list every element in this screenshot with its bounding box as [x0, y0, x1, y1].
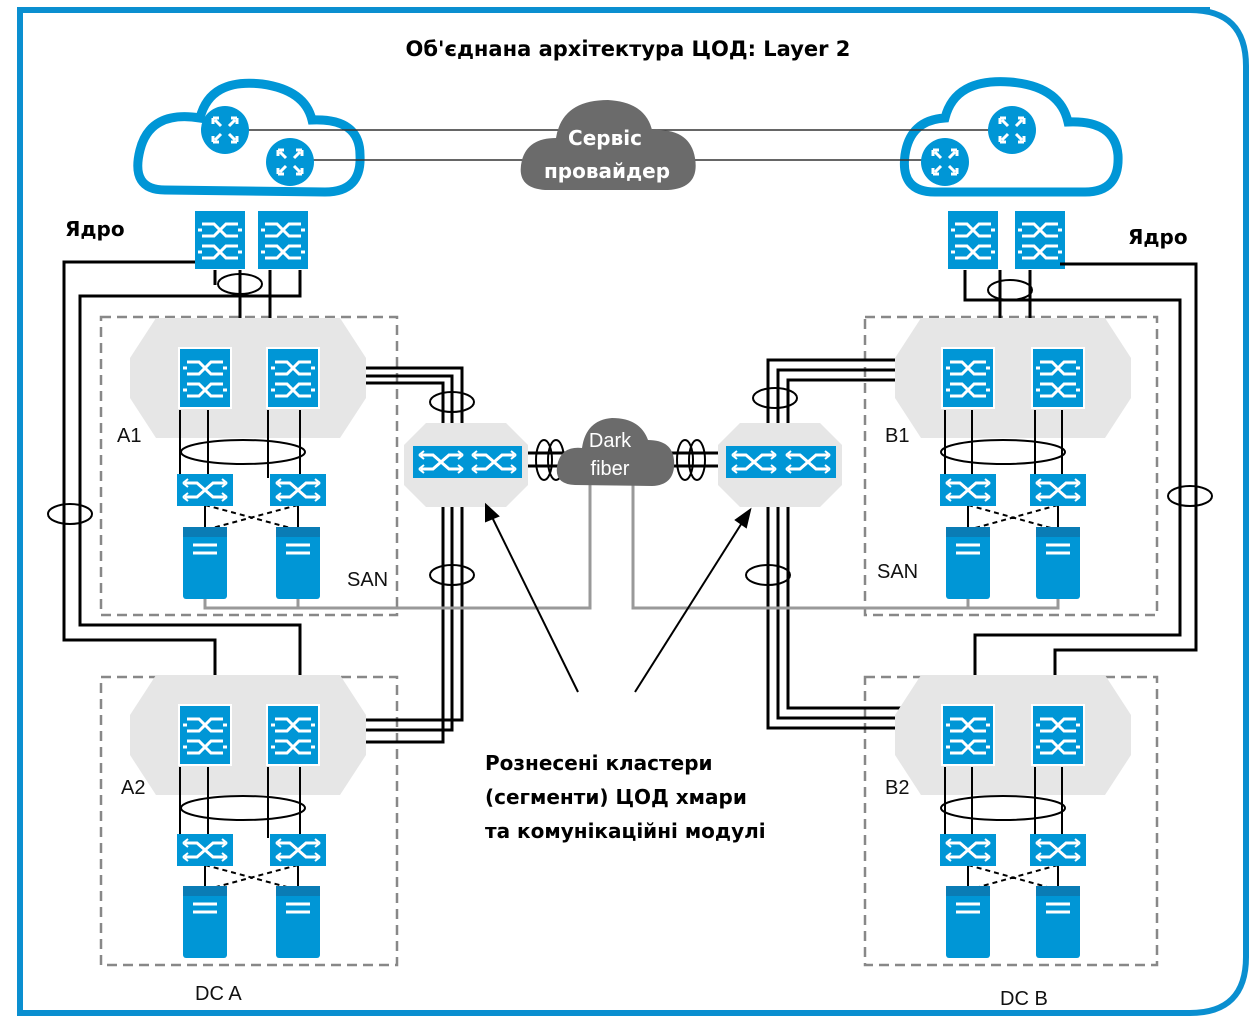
switch-icon	[1030, 346, 1086, 410]
access-links	[179, 410, 1063, 890]
san-label-left: SAN	[347, 569, 388, 591]
core-switch-icon	[945, 208, 1001, 272]
access-switch-icon	[1028, 472, 1088, 508]
service-provider-label-1: Сервіс	[568, 126, 642, 150]
switch-icon	[1030, 703, 1086, 767]
service-provider-label-2: провайдер	[544, 159, 670, 183]
access-switch-icon	[175, 832, 235, 868]
agg-group-a2	[130, 675, 366, 795]
segment-b1-box	[863, 315, 1159, 617]
diagram-title: Об'єднана архітектура ЦОД: Layer 2	[406, 37, 851, 61]
switch-icon	[265, 703, 321, 767]
service-provider-cloud: Сервіс провайдер	[520, 100, 696, 190]
segment-label-b2: B2	[885, 777, 909, 799]
dc-b-label: DC B	[1000, 988, 1048, 1010]
router-icon	[199, 104, 251, 156]
annotation-line-2: (сегменти) ЦОД хмари	[485, 785, 747, 809]
core-switch-icon	[192, 208, 248, 272]
server-icon	[274, 525, 322, 601]
server-icon	[181, 884, 229, 960]
lag-ellipse	[752, 387, 798, 409]
lag-ellipse	[987, 279, 1033, 301]
server-icon	[1034, 525, 1082, 601]
annotation-line-3: та комунікаційні модулі	[485, 819, 766, 843]
segment-label-a1: A1	[117, 425, 141, 447]
segment-a1-box	[99, 315, 399, 617]
router-icon	[264, 136, 316, 188]
segment-label-b1: B1	[885, 425, 909, 447]
agg-group-b2	[895, 675, 1131, 795]
dark-fiber-cloud: Dark fiber	[556, 418, 675, 486]
right-uplinks	[766, 262, 1198, 730]
annotation-arrows	[485, 502, 752, 693]
lag-ellipses-wide	[180, 439, 1066, 821]
switch-icon	[177, 346, 233, 410]
cloud-left	[133, 78, 365, 197]
switch-icon	[778, 444, 838, 480]
san-label-right: SAN	[877, 561, 918, 583]
access-switch-icon	[938, 832, 998, 868]
agg-group-a1	[130, 318, 366, 438]
dc-a-label: DC A	[195, 983, 242, 1005]
switch-icon	[940, 346, 996, 410]
switch-icon	[940, 703, 996, 767]
lag-ellipse	[47, 503, 93, 525]
server-icon	[1034, 884, 1082, 960]
access-switch-icon	[268, 832, 328, 868]
core-label-left: Ядро	[65, 217, 125, 241]
outer-frame	[17, 7, 1249, 1016]
dark-fiber-label-2: fiber	[591, 458, 630, 480]
access-switch-icon	[938, 472, 998, 508]
router-icon	[919, 136, 971, 188]
core-label-right: Ядро	[1128, 225, 1188, 249]
switch-icon	[177, 703, 233, 767]
dark-fiber-label-1: Dark	[589, 430, 632, 452]
router-icon	[986, 104, 1038, 156]
core-switch-icon	[255, 208, 311, 272]
switch-icon	[724, 444, 784, 480]
access-switch-icon	[1028, 832, 1088, 868]
lag-ellipse	[1167, 485, 1213, 507]
switch-icon	[464, 444, 524, 480]
core-switch-icon	[1012, 208, 1068, 272]
switch-icon	[411, 444, 471, 480]
server-icon	[181, 525, 229, 601]
access-switch-icon	[268, 472, 328, 508]
switch-icon	[265, 346, 321, 410]
segment-label-a2: A2	[121, 777, 145, 799]
san-links	[203, 470, 1060, 610]
server-icon	[944, 884, 992, 960]
agg-group-b1	[895, 318, 1131, 438]
server-icon	[274, 884, 322, 960]
access-switch-icon	[175, 472, 235, 508]
annotation-line-1: Рознесені кластери	[485, 751, 713, 775]
server-icon	[944, 525, 992, 601]
cross-links	[204, 504, 1059, 891]
